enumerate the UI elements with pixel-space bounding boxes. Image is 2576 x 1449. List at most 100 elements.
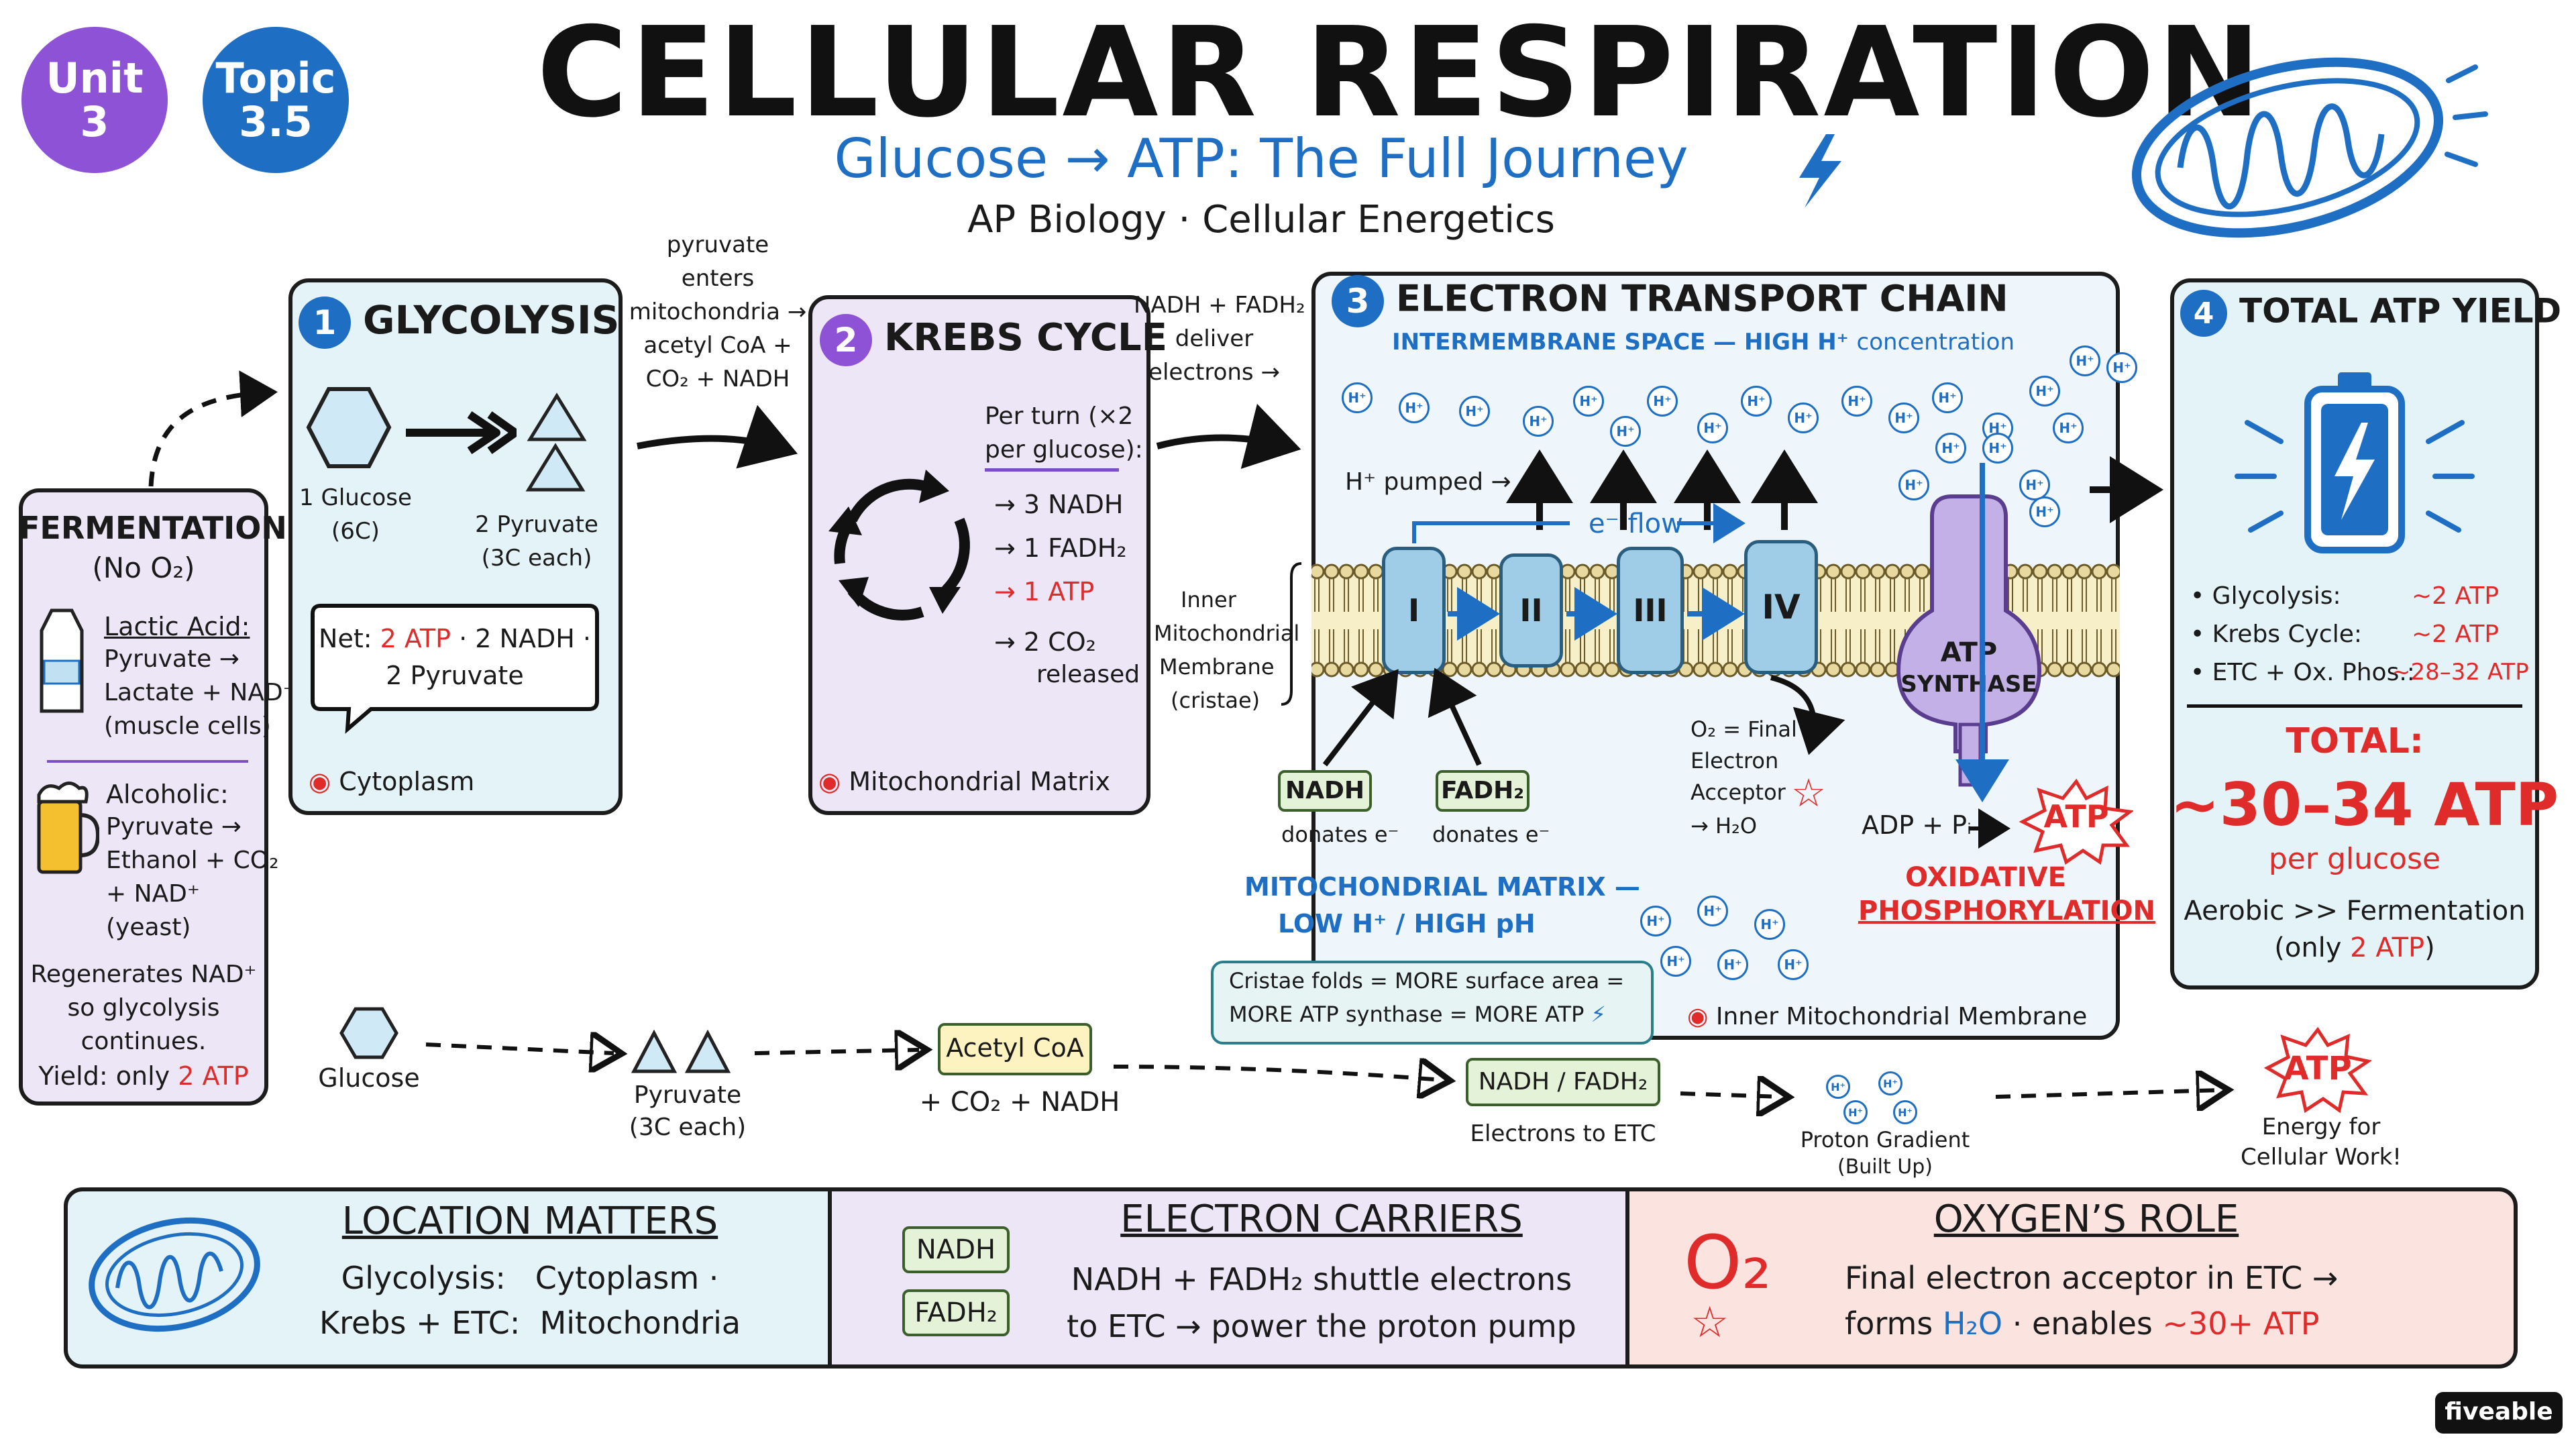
h-ion-icon: H⁺ (2029, 376, 2060, 407)
nadh-donor-chip: NADH (1278, 770, 1372, 812)
h-ion-icon: H⁺ (1741, 386, 1772, 417)
transition2-line-2: deliver (1175, 325, 1254, 352)
krebs-output-atp: → 1 ATP (994, 577, 1095, 606)
fermentation-subtitle: (No O₂) (92, 551, 195, 584)
flow-pyruvate-label-1: Pyruvate (633, 1081, 742, 1109)
krebs-per-turn-2: per glucose): (985, 436, 1143, 464)
pyruvate-label-1: 2 Pyruvate (475, 511, 598, 538)
double-arrow-icon (406, 411, 517, 454)
total-row-3-value: ~28–32 ATP (2392, 659, 2529, 686)
h-ion-icon: H⁺ (1640, 906, 1671, 936)
pyruvate-label-2: (3C each) (481, 545, 592, 572)
krebs-output-nadh: → 3 NADH (994, 490, 1124, 519)
electron-carriers-line-1: NADH + FADH₂ shuttle electrons (1071, 1261, 1572, 1297)
location-matters-line-1: Glycolysis: Cytoplasm · (341, 1260, 719, 1296)
step-number-1: 1 (299, 297, 351, 349)
topic-label: Topic (215, 53, 336, 103)
yield-prefix: Yield: only (38, 1061, 178, 1091)
glycolysis-title: GLYCOLYSIS (363, 297, 620, 343)
transition1-line-2: enters (681, 265, 755, 292)
oxygen-role-line-1: Final electron acceptor in ETC → (1845, 1260, 2339, 1296)
etc-location-text: Inner Mitochondrial Membrane (1715, 1003, 2088, 1030)
course-label: AP Biology · Cellular Energetics (967, 198, 1555, 241)
krebs-output-co2: → 2 CO₂ (994, 627, 1096, 657)
regenerates-line-2: so glycolysis (67, 994, 220, 1022)
complex-iv: IV (1744, 540, 1818, 674)
page-title: CELLULAR RESPIRATION (537, 0, 2264, 145)
h-ion-icon: H⁺ (2070, 345, 2100, 376)
atp-burst-shape (2019, 778, 2133, 865)
transition1-line-3: mitochondria → (629, 299, 807, 325)
o2-acceptor-line-3: Acceptor (1690, 780, 1786, 805)
flow-nadh-fadh2-chip: NADH / FADH₂ (1466, 1058, 1660, 1106)
h-ion-icon: H⁺ (1932, 382, 1963, 413)
ims-label-text: INTERMEMBRANE SPACE — HIGH H⁺ (1392, 329, 1849, 356)
h-ion-icon: H⁺ (1399, 392, 1430, 423)
step-number-2: 2 (820, 314, 872, 366)
topic-number: 3.5 (239, 97, 313, 146)
krebs-location: ◉ Mitochondrial Matrix (818, 767, 1110, 796)
fermentation-only: (only 2 ATP) (2170, 932, 2539, 963)
mitochondrion-icon (2132, 57, 2488, 238)
flow-acetyl-sub: + CO₂ + NADH (919, 1087, 1120, 1118)
h-ion-icon: H⁺ (1841, 386, 1872, 417)
lactic-line-2: Lactate + NAD⁺ (104, 679, 296, 706)
oxygen-line2-atp: ~30+ ATP (2162, 1305, 2320, 1342)
battery-icon (2235, 372, 2475, 553)
alcoholic-title: Alcoholic: (106, 780, 229, 809)
star-icon: ☆ (1690, 1298, 1729, 1348)
alcoholic-line-3: + NAD⁺ (106, 880, 200, 908)
etc-title: ELECTRON TRANSPORT CHAIN (1396, 277, 2008, 320)
total-label: TOTAL: (2286, 721, 2424, 761)
electron-carriers-box (828, 1187, 1629, 1368)
complex-iv-label: IV (1762, 588, 1801, 627)
transition1-line-4: acetyl CoA + (643, 332, 792, 359)
mitochondrion-icon (89, 1217, 260, 1332)
membrane-label-2: Mitochondrial (1154, 621, 1300, 646)
krebs-panel (808, 295, 1150, 815)
h-ion-icon: H⁺ (1878, 1071, 1902, 1095)
flow-glucose-label: Glucose (318, 1063, 420, 1093)
total-row-2-value: ~2 ATP (2412, 621, 2500, 648)
total-value: ~30–34 ATP (2170, 770, 2559, 839)
krebs-location-text: Mitochondrial Matrix (849, 767, 1110, 796)
location-pin-icon: ◉ (818, 767, 841, 796)
flow-energy-label-2: Cellular Work! (2241, 1144, 2402, 1171)
cristae-note-line-2-text: MORE ATP synthase = MORE ATP (1229, 1002, 1585, 1027)
h-ion-icon: H⁺ (1982, 433, 2013, 464)
carrier-fadh2-chip: FADH₂ (902, 1289, 1010, 1336)
complex-i-label: I (1407, 592, 1420, 629)
location-matters-line-2: Krebs + ETC: Mitochondria (319, 1305, 741, 1341)
etc-location: ◉ Inner Mitochondrial Membrane (1687, 1003, 2087, 1030)
total-title: TOTAL ATP YIELD (2239, 291, 2562, 331)
only-suffix: ) (2424, 932, 2435, 963)
h-ion-icon: H⁺ (1697, 413, 1728, 443)
complex-iii-label: III (1633, 592, 1668, 629)
h-ion-icon: H⁺ (1843, 1100, 1868, 1124)
krebs-underline (985, 468, 1119, 472)
unit-badge: Unit 3 (21, 27, 168, 173)
alcoholic-line-4: (yeast) (106, 914, 191, 941)
carrier-nadh-chip: NADH (902, 1226, 1010, 1273)
oxygen-line2-pre: forms (1845, 1305, 1943, 1342)
step-number-3: 3 (1332, 275, 1384, 327)
membrane-label-3: Membrane (1159, 654, 1275, 680)
h-ion-icon: H⁺ (2106, 352, 2137, 383)
h-ion-icon: H⁺ (1660, 946, 1691, 977)
unit-number: 3 (80, 97, 109, 146)
etc-atp-burst-label: ATP (2043, 798, 2109, 835)
fermentation-title: FERMENTATION (19, 510, 287, 546)
h-ion-icon: H⁺ (1888, 402, 1919, 433)
complex-ii: II (1499, 553, 1563, 667)
krebs-output-released: released (1036, 661, 1140, 688)
oxygen-role-line-2: forms H₂O · enables ~30+ ATP (1845, 1305, 2319, 1342)
flow-acetyl-coa-box (938, 1023, 1092, 1075)
location-matters-title: LOCATION MATTERS (341, 1199, 718, 1243)
h-ion-icon: H⁺ (1778, 949, 1809, 980)
complex-ii-label: II (1519, 592, 1543, 629)
regenerates-line-1: Regenerates NAD⁺ (30, 961, 257, 988)
h-ion-icon: H⁺ (1342, 382, 1373, 413)
h-ion-icon: H⁺ (1826, 1075, 1850, 1099)
krebs-title: KREBS CYCLE (884, 316, 1167, 360)
